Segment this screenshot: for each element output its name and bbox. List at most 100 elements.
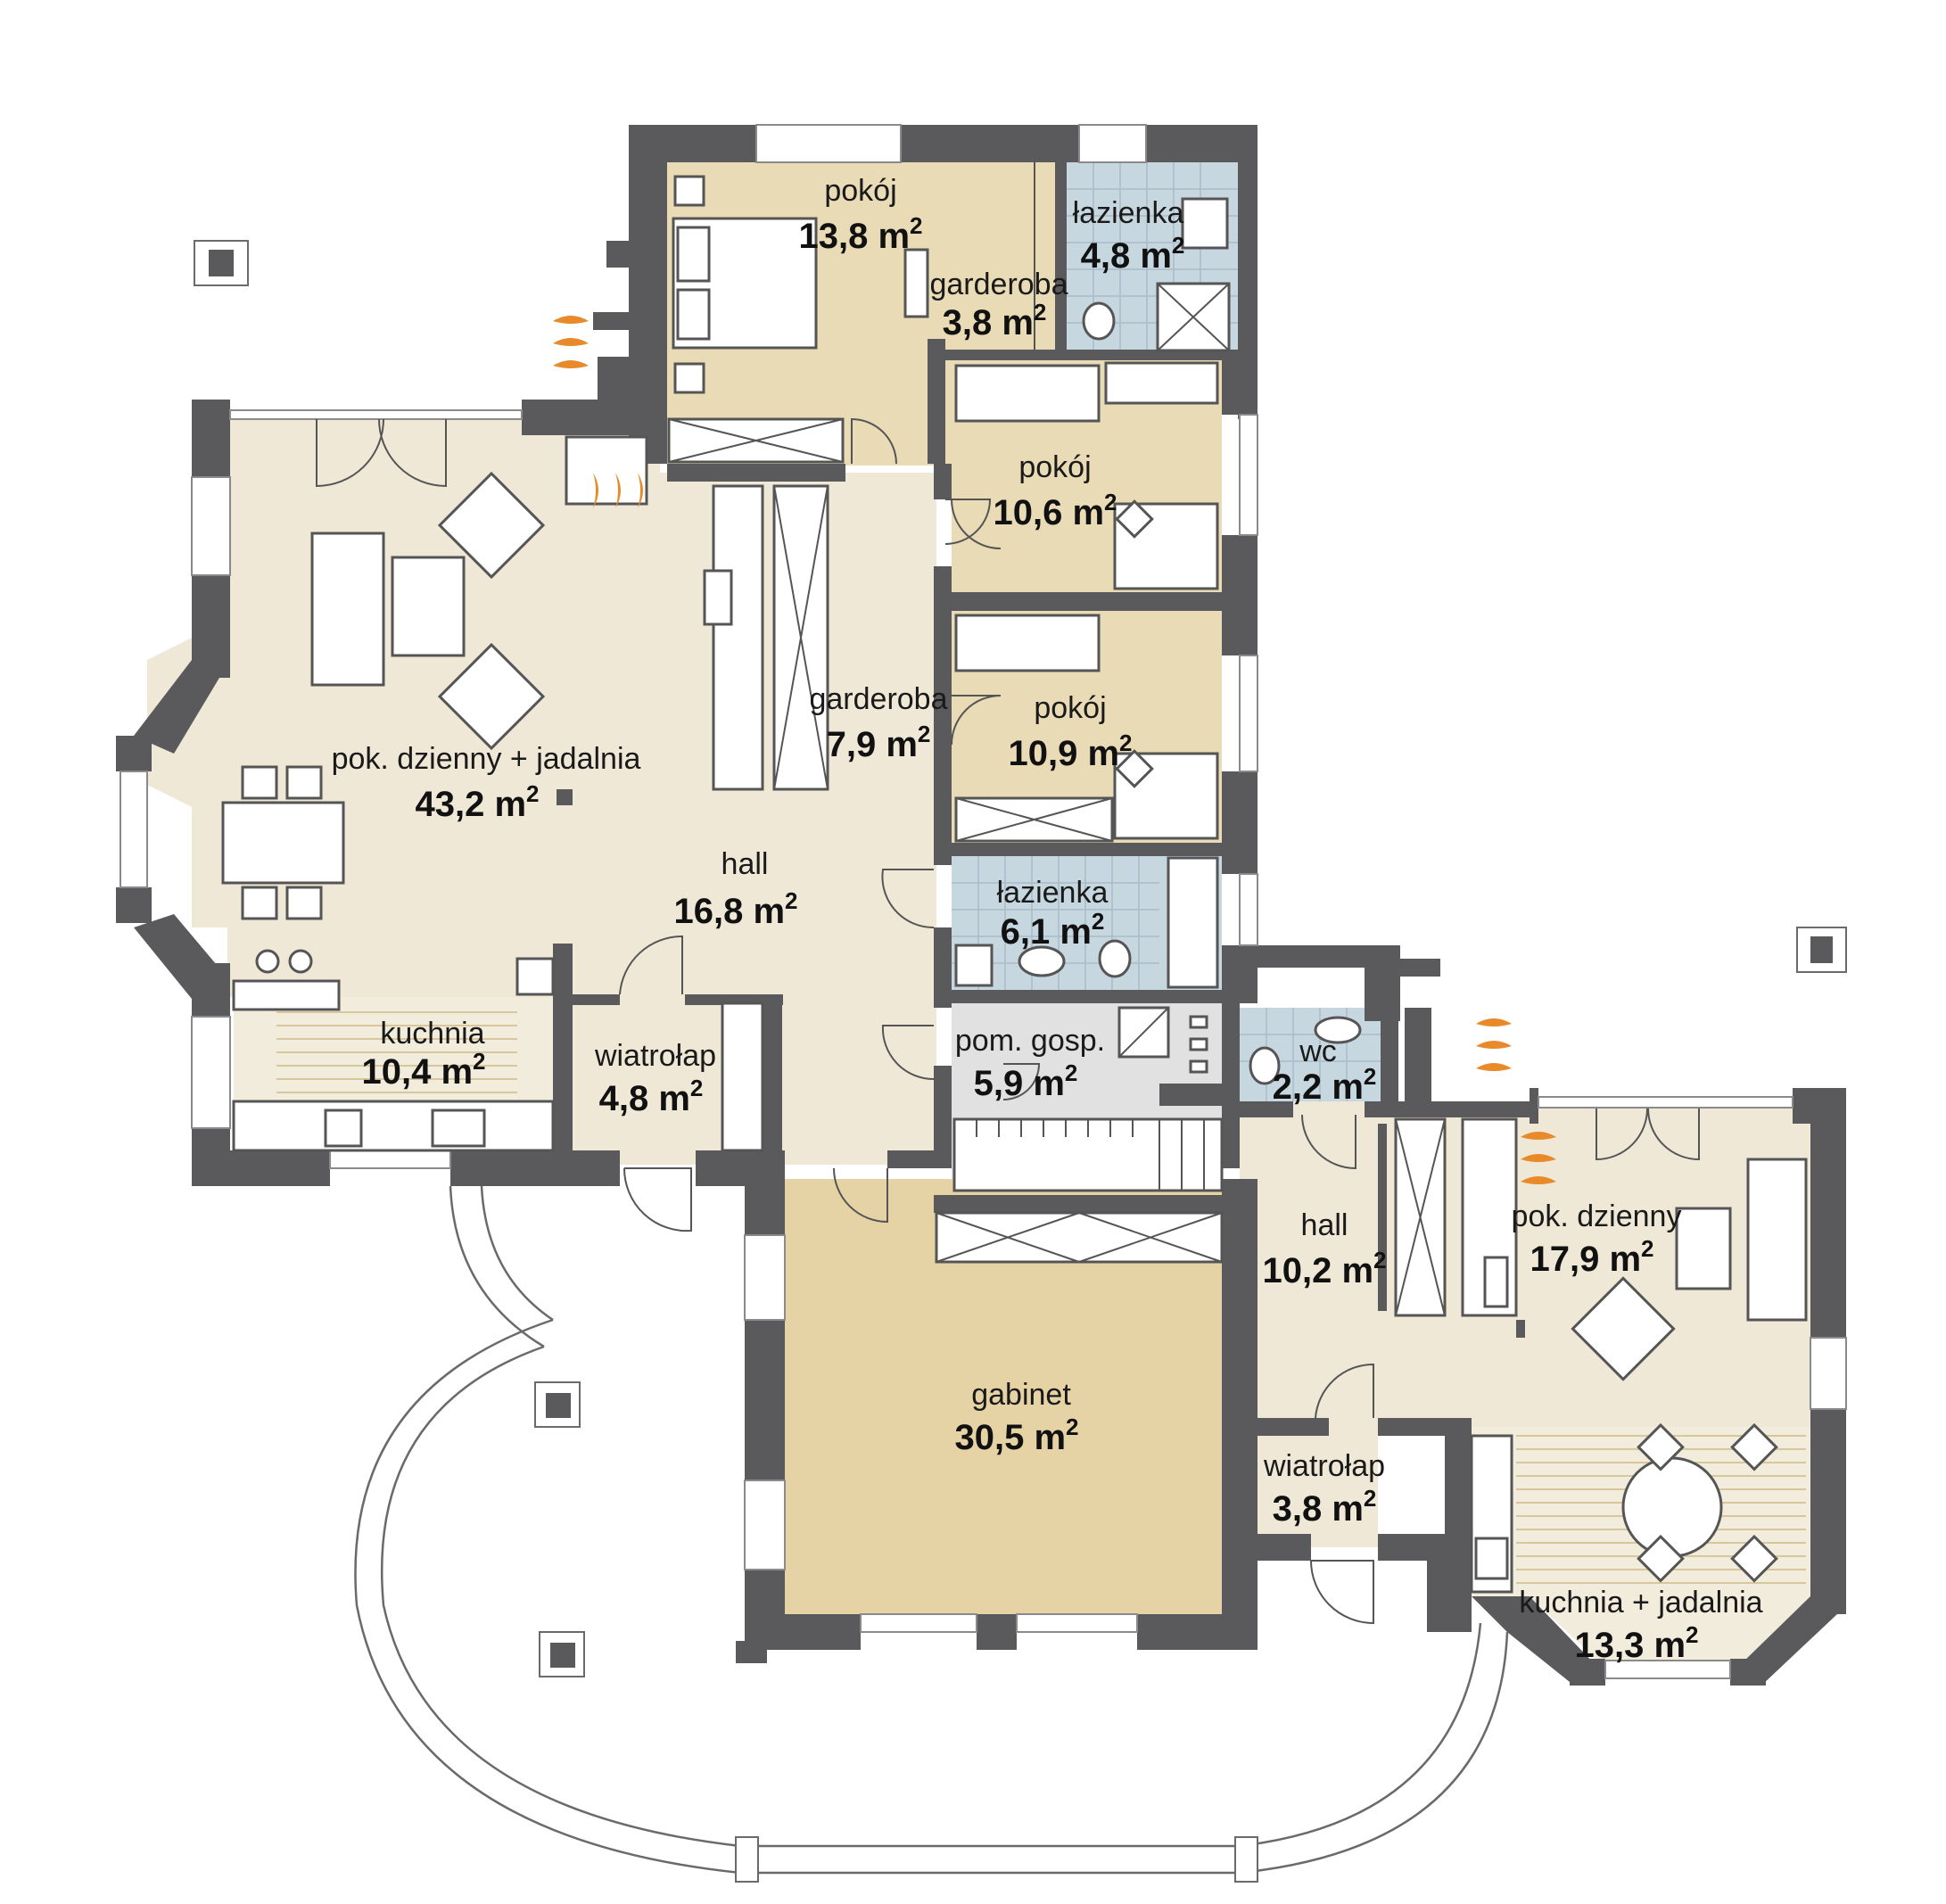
wall-seg: [1445, 1427, 1472, 1543]
wall-seg: [1472, 1596, 1596, 1686]
washing-machine: [954, 944, 994, 987]
wall-seg: [945, 990, 1240, 1003]
tv-stand: [903, 248, 929, 318]
door-swing: [1002, 1063, 1041, 1100]
hob-ring: [255, 949, 280, 974]
sink: [1314, 1016, 1362, 1044]
toilet: [1249, 1046, 1281, 1085]
furniture: [221, 162, 1808, 1594]
room-area: 13,3 m2: [1575, 1621, 1699, 1665]
bookshelf-cross: [936, 1212, 1223, 1263]
wall-seg: [593, 312, 629, 330]
wall-seg: [571, 994, 620, 1005]
vent: [1189, 1037, 1208, 1051]
room-area: 7,9 m2: [827, 721, 931, 764]
room-area: 4,8 m2: [599, 1075, 704, 1118]
bathtub: [1167, 856, 1219, 989]
wall-seg: [192, 400, 230, 477]
window: [1239, 873, 1258, 946]
wardrobe-cross: [1395, 1118, 1446, 1316]
wall-seg: [1405, 1008, 1431, 1106]
wall-seg: [934, 927, 952, 1008]
room-name: garderoba: [929, 268, 1068, 301]
room-name: gabinet: [971, 1378, 1071, 1412]
toilet: [1098, 939, 1132, 978]
window: [755, 124, 902, 163]
terrace-arc: [480, 1185, 554, 1322]
terrace-arc: [1239, 1631, 1509, 1875]
wall-seg: [667, 464, 845, 482]
room-label-hall-2: hall 10,2 m2: [1263, 1208, 1387, 1290]
wall-seg: [1240, 1418, 1329, 1436]
counter: [232, 979, 341, 1011]
room-name: hall: [1301, 1208, 1348, 1242]
door-swing: [378, 418, 447, 488]
wall-seg: [887, 1150, 941, 1168]
vent: [1189, 1015, 1208, 1029]
wall-seg: [934, 464, 952, 499]
room-label-kuchnia: kuchnia 10,4 m2: [362, 1017, 486, 1092]
column: [546, 1393, 571, 1418]
door-swing: [951, 499, 1002, 549]
wall-seg: [598, 357, 629, 401]
flame-icon: [1521, 1176, 1556, 1184]
wardrobe-cross: [668, 418, 844, 463]
toilet: [1082, 301, 1116, 341]
window: [1078, 124, 1147, 163]
tv-stand: [1483, 1256, 1509, 1308]
sofa: [310, 532, 385, 687]
wall-seg: [1570, 1659, 1605, 1686]
door-swing: [1310, 1560, 1374, 1625]
column: [1234, 1836, 1258, 1883]
chair: [241, 886, 278, 920]
window: [329, 1150, 451, 1169]
window: [1016, 1613, 1138, 1633]
sofa: [1746, 1158, 1808, 1322]
wall-seg: [1530, 1088, 1538, 1124]
chair: [285, 765, 323, 800]
wall-seg: [1222, 990, 1240, 1168]
wall-seg: [1222, 1179, 1257, 1650]
wall-seg: [934, 749, 952, 865]
wall-seg: [192, 963, 230, 1017]
wall-seg: [116, 736, 152, 771]
room-area: 3,8 m2: [1273, 1485, 1377, 1529]
room-area: 13,8 m2: [799, 212, 923, 256]
bathtub: [1181, 197, 1229, 250]
wall-seg: [1381, 1008, 1398, 1115]
wardrobe: [712, 484, 764, 791]
dining-table: [1621, 1456, 1723, 1558]
wall-seg: [450, 1150, 620, 1186]
wall-seg: [1238, 125, 1257, 419]
armchair: [1571, 1276, 1676, 1381]
room-area: 30,5 m2: [955, 1414, 1079, 1457]
room-name: garderoba: [809, 682, 947, 716]
doors: [316, 417, 1700, 1625]
fireplace: [565, 435, 648, 506]
room-label-pokoj-3: pokój 10,9 m2: [1009, 691, 1133, 773]
window: [120, 771, 148, 888]
door-swing: [944, 499, 992, 545]
room-area: 16,8 m2: [674, 887, 798, 931]
stair-lines: [976, 1119, 1205, 1191]
wall-seg: [1516, 1320, 1525, 1338]
room-label-wiatrolap-2: wiatrołap 3,8 m2: [1263, 1449, 1385, 1529]
door-swing: [623, 1167, 692, 1232]
room-label-garderoba-1: garderoba 3,8 m2: [929, 268, 1068, 342]
wall-seg: [116, 887, 152, 923]
wall-seg: [1365, 1101, 1538, 1117]
terrace-arc: [1239, 1622, 1482, 1848]
wall-seg: [977, 1614, 1017, 1650]
armchair: [437, 642, 546, 751]
room-label-wiatrolap-1: wiatrołap 4,8 m2: [594, 1039, 716, 1118]
room-name: kuchnia + jadalnia: [1519, 1586, 1762, 1620]
armchair: [437, 471, 546, 580]
chair: [1730, 1534, 1778, 1583]
room-name: wiatrołap: [594, 1039, 716, 1073]
flame-icon: [1476, 1041, 1512, 1049]
sink: [431, 1109, 486, 1148]
door-swing: [881, 1025, 935, 1081]
flame-icon: [593, 473, 598, 508]
stove: [324, 1109, 363, 1148]
wall-seg: [522, 400, 664, 435]
